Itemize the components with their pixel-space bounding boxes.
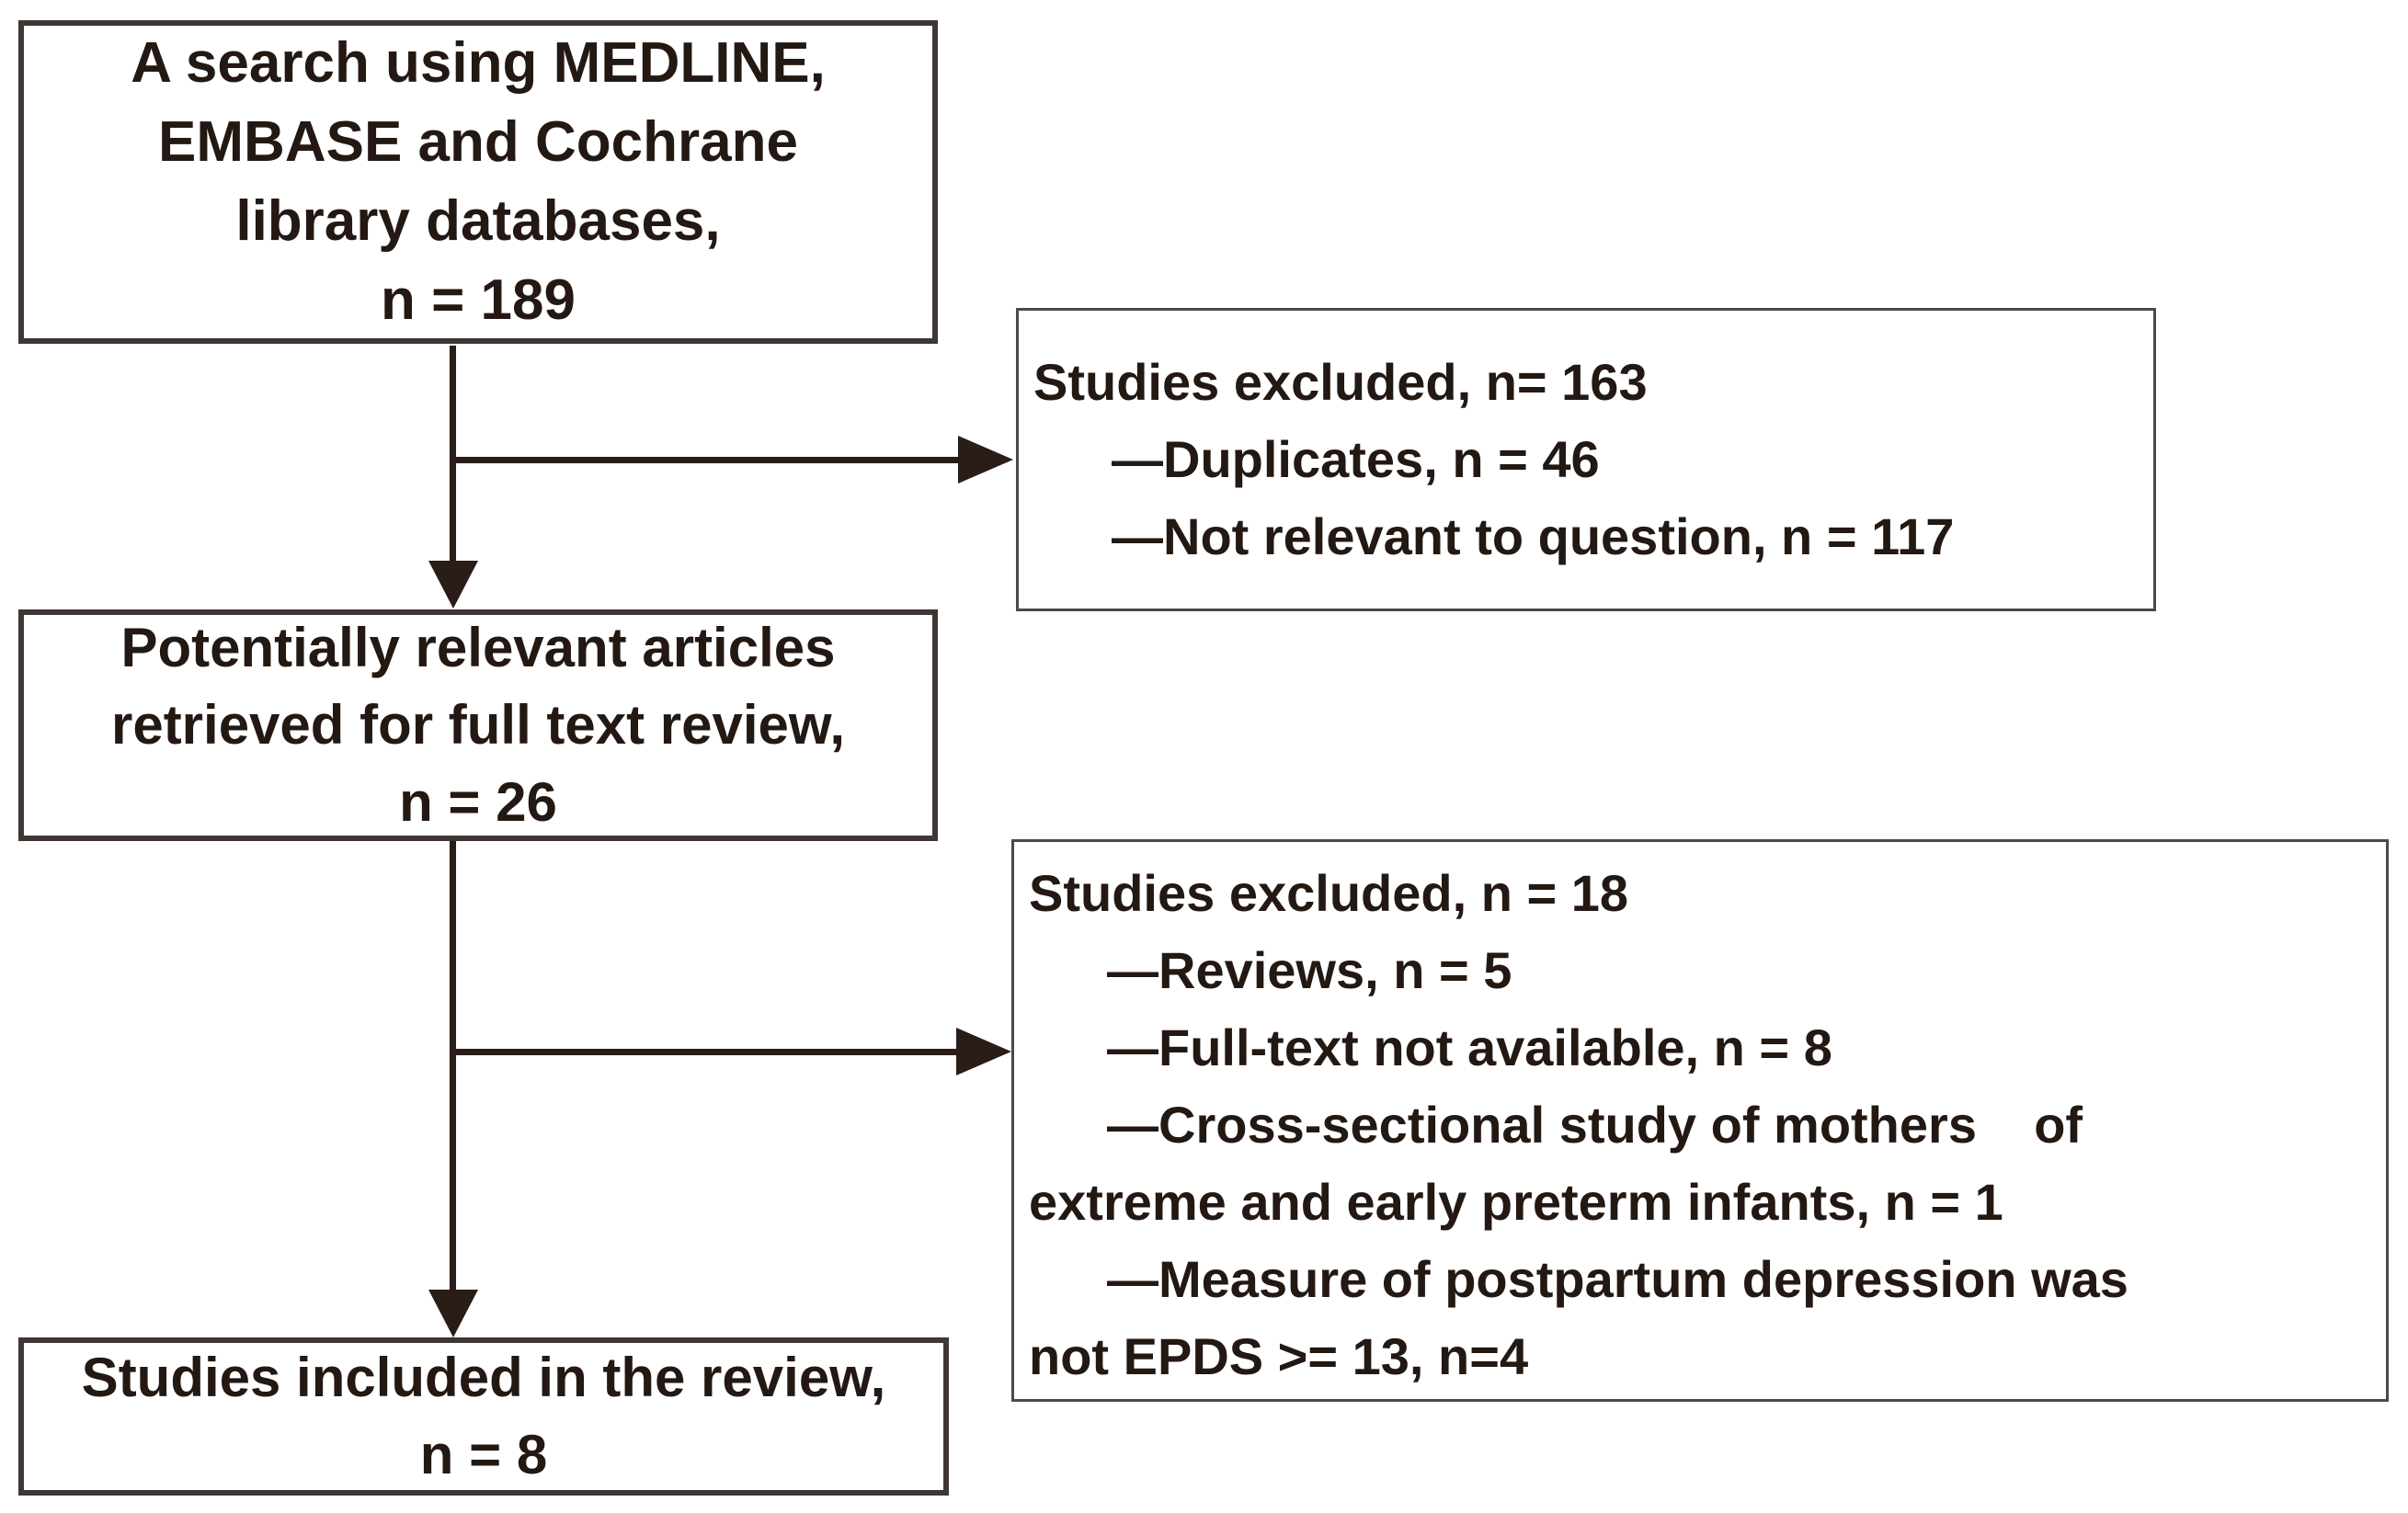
box-studies-included: Studies included in the review, n = 8 [18,1337,949,1496]
arrow-down-icon [428,1290,478,1337]
arrow-down-icon [428,561,478,609]
box-database-search: A search using MEDLINE, EMBASE and Cochr… [18,20,938,344]
connector-to-excluded-first [452,457,960,463]
excluded-first-title: Studies excluded, n= 163 [1033,353,1648,411]
arrow-right-icon [956,1028,1011,1075]
box-fulltext-review-line-1: Potentially relevant articles [120,617,836,678]
box-fulltext-review-line-2: retrieved for full text review, [110,694,846,756]
box-studies-included-line-1: Studies included in the review, [81,1347,886,1408]
box-database-search-line-1: A search using MEDLINE, [131,31,826,95]
connector-retrieved-to-included [450,841,456,1293]
box-fulltext-review: Potentially relevant articles retrieved … [18,609,938,841]
connector-to-excluded-second [452,1049,956,1055]
excluded-first-item-duplicates: —Duplicates, n = 46 [1112,430,1600,488]
excluded-second-item-no-fulltext: —Full-text not available, n = 8 [1107,1018,1832,1076]
box-database-search-count: n = 189 [381,268,576,332]
arrow-right-icon [958,436,1013,483]
box-studies-included-count: n = 8 [419,1424,548,1485]
excluded-second-item-not-epds: —Measure of postpartum depression was no… [1029,1250,2128,1385]
excluded-second-item-reviews: —Reviews, n = 5 [1107,941,1512,999]
box-studies-excluded-first: Studies excluded, n= 163 —Duplicates, n … [1016,308,2156,611]
excluded-second-title: Studies excluded, n = 18 [1029,864,1629,922]
box-database-search-line-2: EMBASE and Cochrane [158,110,798,174]
box-fulltext-review-count: n = 26 [399,771,557,833]
excluded-first-item-not-relevant: —Not relevant to question, n = 117 [1112,507,1955,565]
excluded-second-item-cross-sectional: —Cross-sectional study of mothers of ext… [1029,1096,2083,1231]
box-database-search-line-3: library databases, [235,189,721,253]
box-studies-excluded-second: Studies excluded, n = 18 —Reviews, n = 5… [1011,839,2389,1402]
connector-search-to-retrieved [450,346,456,566]
